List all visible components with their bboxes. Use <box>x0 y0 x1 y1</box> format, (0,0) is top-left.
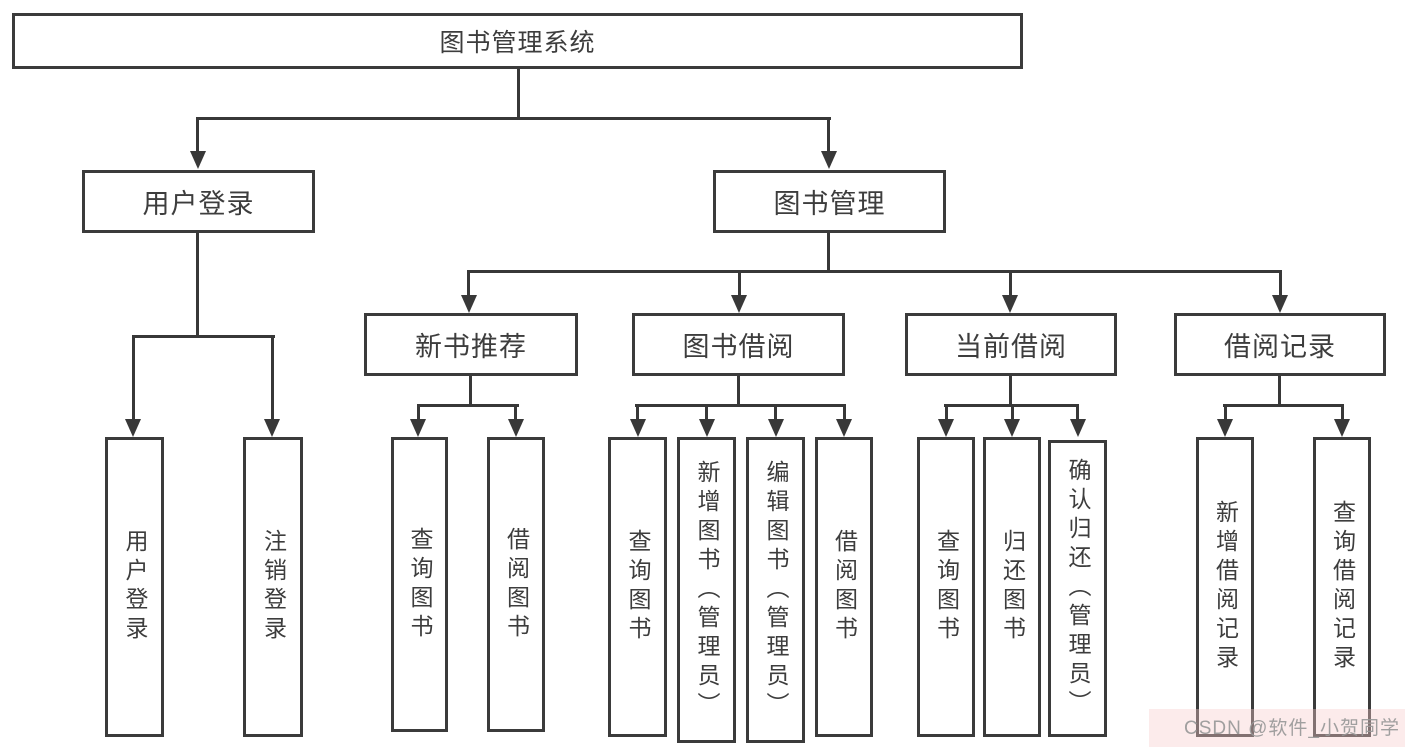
connector-line <box>132 335 275 338</box>
connector-line <box>1279 270 1282 297</box>
connector-line <box>1011 404 1014 421</box>
leaf-borrow-books-recommend: 借阅图书 <box>487 437 545 732</box>
node-book-borrowing: 图书借阅 <box>632 313 845 376</box>
watermark-highlight <box>1149 709 1405 747</box>
leaf-query-books-recommend: 查询图书 <box>391 437 448 732</box>
connector-arrowhead <box>821 151 837 169</box>
connector-arrowhead <box>768 419 784 437</box>
connector-arrowhead <box>1217 419 1233 437</box>
leaf-query-books-borrow: 查询图书 <box>608 437 667 737</box>
leaf-add-borrow-record: 新增借阅记录 <box>1196 437 1254 737</box>
node-current-borrowing: 当前借阅 <box>905 313 1117 376</box>
connector-arrowhead <box>630 419 646 437</box>
connector-line <box>1076 404 1079 421</box>
connector-line <box>738 270 741 297</box>
leaf-confirm-return-admin: 确认归还（管理员） <box>1048 440 1107 737</box>
connector-line <box>945 404 948 421</box>
connector-arrowhead <box>1070 419 1086 437</box>
connector-line <box>1224 404 1227 421</box>
connector-line <box>843 404 846 421</box>
connector-arrowhead <box>1334 419 1350 437</box>
watermark-text: CSDN @软件_小贺同学 <box>1184 718 1400 739</box>
connector-line <box>1009 270 1012 297</box>
leaf-return-books: 归还图书 <box>983 437 1041 737</box>
connector-line <box>467 270 1282 273</box>
connector-line <box>1278 376 1281 407</box>
connector-line <box>636 404 639 421</box>
leaf-query-books-current: 查询图书 <box>917 437 975 737</box>
connector-arrowhead <box>264 419 280 437</box>
node-library-management-system: 图书管理系统 <box>12 13 1023 69</box>
connector-arrowhead <box>508 419 524 437</box>
leaf-logout: 注销登录 <box>243 437 303 737</box>
connector-line <box>271 335 274 421</box>
leaf-user-login: 用户登录 <box>105 437 164 737</box>
leaf-query-borrow-record: 查询借阅记录 <box>1313 437 1371 737</box>
connector-line <box>514 404 517 421</box>
connector-line <box>737 376 740 407</box>
connector-arrowhead <box>1272 295 1288 313</box>
connector-line <box>467 270 470 297</box>
leaf-borrow-books: 借阅图书 <box>815 437 873 737</box>
connector-line <box>196 117 199 153</box>
connector-line <box>469 376 472 407</box>
leaf-edit-book-admin: 编辑图书（管理员） <box>746 437 805 743</box>
connector-arrowhead <box>410 419 426 437</box>
connector-line <box>132 335 135 421</box>
connector-line <box>517 69 520 119</box>
connector-line <box>1341 404 1344 421</box>
node-borrowing-records: 借阅记录 <box>1174 313 1386 376</box>
connector-line <box>635 404 846 407</box>
connector-arrowhead <box>190 151 206 169</box>
node-book-management: 图书管理 <box>713 170 946 233</box>
connector-line <box>417 404 420 421</box>
connector-line <box>827 117 830 153</box>
node-new-book-recommendation: 新书推荐 <box>364 313 578 376</box>
connector-line <box>417 404 519 407</box>
connector-line <box>774 404 777 421</box>
connector-arrowhead <box>699 419 715 437</box>
connector-arrowhead <box>1002 295 1018 313</box>
connector-line <box>196 233 199 337</box>
node-user-login: 用户登录 <box>82 170 315 233</box>
connector-arrowhead <box>1004 419 1020 437</box>
connector-arrowhead <box>938 419 954 437</box>
connector-line <box>827 233 830 272</box>
connector-line <box>196 117 831 120</box>
connector-arrowhead <box>836 419 852 437</box>
connector-arrowhead <box>731 295 747 313</box>
connector-line <box>1223 404 1344 407</box>
connector-line <box>705 404 708 421</box>
connector-arrowhead <box>461 295 477 313</box>
connector-line <box>1009 376 1012 407</box>
connector-arrowhead <box>125 419 141 437</box>
leaf-add-book-admin: 新增图书（管理员） <box>677 437 736 743</box>
